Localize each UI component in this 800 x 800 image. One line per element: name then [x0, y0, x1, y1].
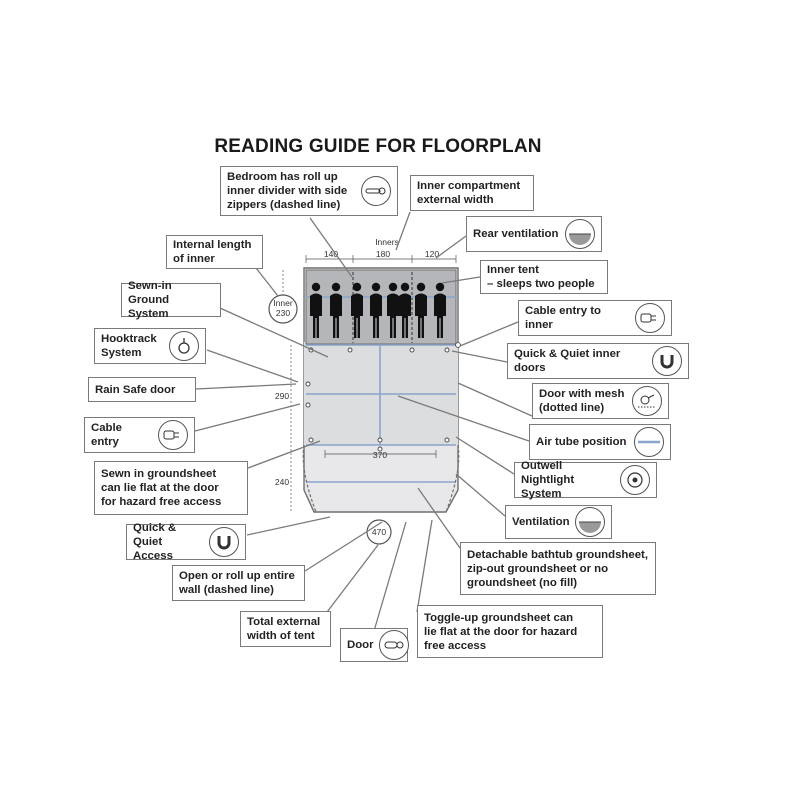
sleeper-silhouette: [370, 282, 382, 338]
callout-quick-quiet-access: Quick & Quiet Access: [126, 522, 246, 562]
toggles: [305, 342, 461, 452]
callout-door: Door: [340, 628, 409, 662]
half-circle-vent-icon: [565, 219, 595, 249]
inner-length-badge-line1: Inner: [273, 298, 293, 308]
callout-hooktrack: Hooktrack System: [94, 328, 206, 364]
callout-total-width: Total external width of tent: [240, 611, 331, 647]
toggle-mesh-icon: [632, 386, 662, 416]
sleeper-silhouette: [415, 282, 427, 338]
callout-detachable: Detachable bathtub groundsheet, zip-out …: [460, 542, 656, 595]
callout-open-roll: Open or roll up entire wall (dashed line…: [172, 565, 305, 601]
zipper-icon: [361, 176, 391, 206]
dim-470: 470: [372, 527, 386, 537]
callout-door-mesh: Door with mesh (dotted line): [532, 383, 669, 419]
dim-240: 240: [275, 477, 289, 487]
sleeper-silhouette: [387, 282, 399, 338]
hook-icon: [169, 331, 199, 361]
callout-inner-compartment: Inner compartment external width: [410, 175, 534, 211]
callout-toggle-up: Toggle-up groundsheet can lie flat at th…: [417, 605, 603, 658]
dim-inner-width-3: 120: [425, 249, 439, 259]
toggle-icon: [378, 630, 409, 660]
callout-bedroom-divider: Bedroom has roll up inner divider with s…: [220, 166, 398, 216]
leader-lines: [194, 211, 533, 632]
callout-rear-ventilation: Rear ventilation: [466, 216, 602, 252]
page-title: READING GUIDE FOR FLOORPLAN: [214, 136, 542, 157]
callout-rain-safe: Rain Safe door: [88, 377, 196, 402]
half-circle-vent-icon: [575, 507, 605, 537]
callout-sewn-in-groundsheet: Sewn in groundsheet can lie flat at the …: [94, 461, 248, 515]
magnet-icon: [209, 527, 239, 557]
dim-inners-label: Inners: [375, 237, 399, 247]
callout-quick-quiet-inner: Quick & Quiet inner doors: [507, 343, 689, 379]
sleeper-silhouette: [351, 282, 363, 338]
sleeper-silhouette: [310, 282, 322, 338]
callout-sewn-in-ground: Sewn-in Ground System: [121, 280, 221, 320]
plug-icon: [635, 303, 665, 333]
dim-inner-width-1: 140: [324, 249, 338, 259]
sleeper-silhouettes: [310, 282, 446, 338]
plug-icon: [158, 420, 188, 450]
inner-length-badge-line2: 230: [276, 308, 290, 318]
air-tube-icon: [634, 427, 664, 457]
sleeper-silhouette: [434, 282, 446, 338]
callout-nightlight: Outwell Nightlight System: [514, 460, 657, 500]
callout-inner-tent: Inner tent – sleeps two people: [480, 260, 608, 294]
dim-370: 370: [373, 450, 387, 460]
nightlight-icon: [620, 465, 650, 495]
sleeper-silhouette: [399, 282, 411, 338]
dim-290: 290: [275, 391, 289, 401]
dim-inner-width-2: 180: [376, 249, 390, 259]
callout-cable-entry: Cable entry: [84, 417, 195, 453]
magnet-icon: [652, 346, 682, 376]
porch-wall: [445, 444, 460, 513]
callout-air-tube: Air tube position: [529, 424, 671, 460]
porch-wall: [302, 444, 317, 513]
sleeper-silhouette: [330, 282, 342, 338]
callout-cable-entry-inner: Cable entry to inner: [518, 300, 672, 336]
callout-ventilation: Ventilation: [505, 505, 612, 539]
callout-internal-length: Internal length of inner: [166, 235, 263, 269]
